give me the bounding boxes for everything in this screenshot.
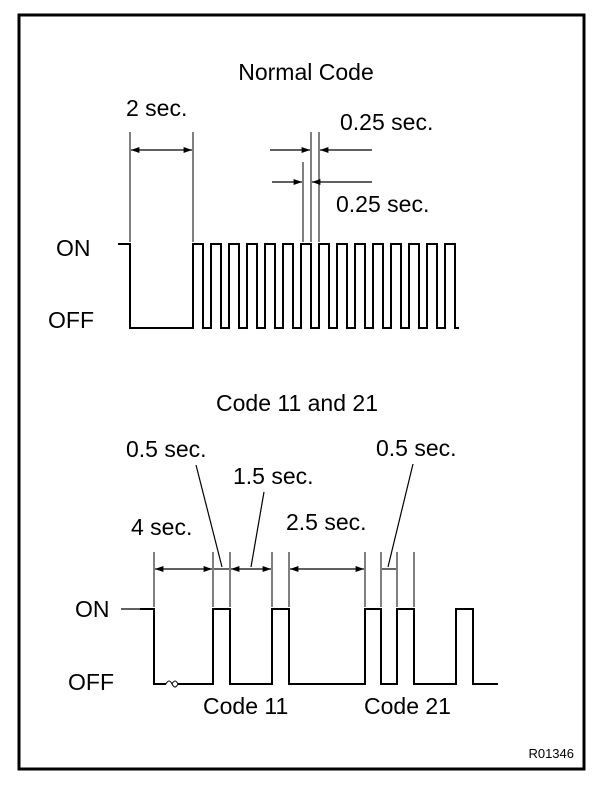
normal-on-label: ON [56,235,91,261]
codes-4sec-label: 4 sec. [131,514,192,540]
codes-waveform-break [165,680,179,688]
normal-025-on-label: 0.25 sec. [340,109,433,135]
normal-025-off-label: 0.25 sec. [336,191,429,217]
code-11-21-waveform [178,608,498,685]
codes-05b-leader [387,463,414,568]
codes-15-leader [250,491,265,568]
code-21-label: Code 21 [364,693,451,719]
codes-05a-leader [195,464,223,568]
diagram-frame [17,13,586,771]
codes-25-label: 2.5 sec. [286,509,367,535]
figure-id: R01346 [528,746,574,761]
normal-code-title: Normal Code [238,59,374,85]
codes-on-label: ON [75,596,110,622]
code-11-label: Code 11 [203,693,288,719]
codes-off-label: OFF [68,669,114,695]
codes-05a-label: 0.5 sec. [126,436,207,462]
codes-15-label: 1.5 sec. [233,463,314,489]
codes-title: Code 11 and 21 [216,390,378,416]
codes-05b-label: 0.5 sec. [376,435,457,461]
normal-off-label: OFF [48,307,94,333]
codes-waveform-lead [140,608,166,685]
normal-code-waveform [118,243,459,329]
normal-2sec-label: 2 sec. [126,95,187,121]
